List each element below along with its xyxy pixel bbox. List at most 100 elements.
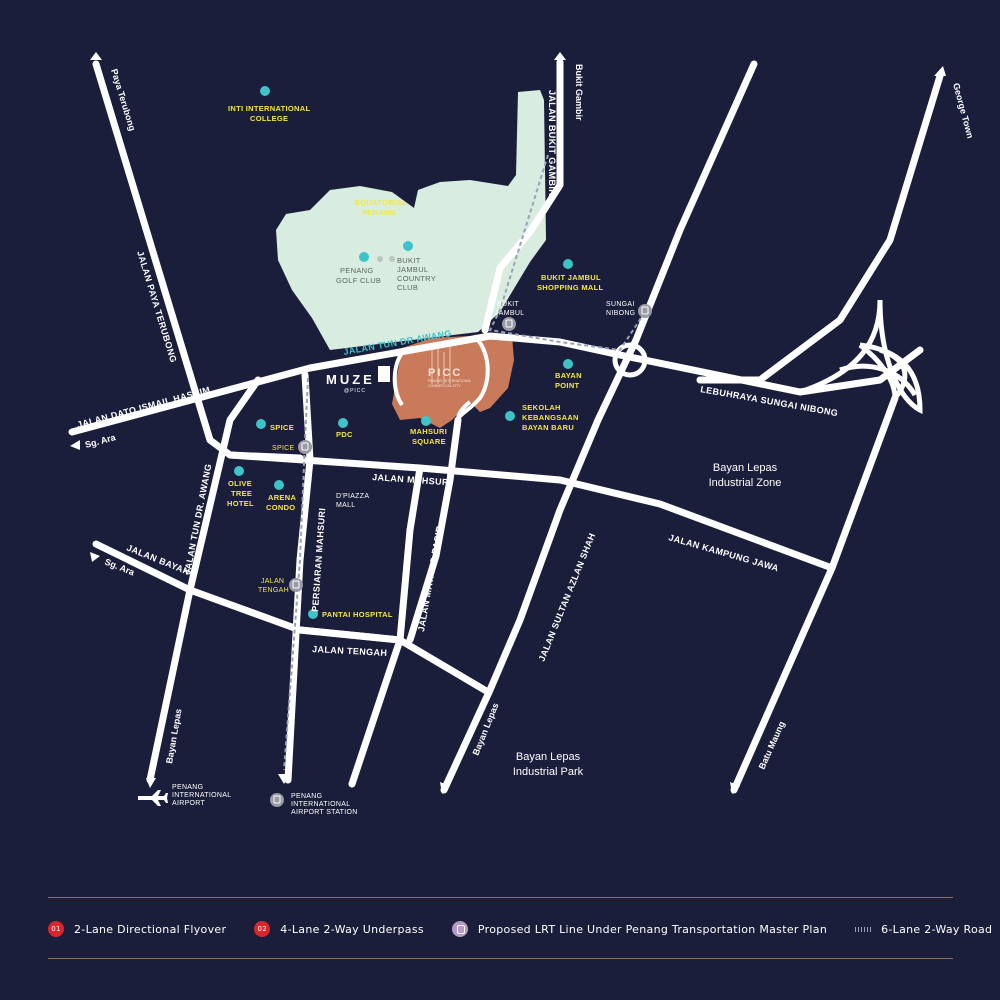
poi-dot-arena <box>274 480 284 490</box>
label-persiaran-mahsuri: PERSIARAN MAHSURI <box>310 507 327 612</box>
road-mayang-pasir <box>406 416 462 644</box>
station-jalan-tengah <box>289 578 303 592</box>
legend-item-road: 6-Lane 2-Way Road <box>855 923 992 936</box>
legend-lrt-label: Proposed LRT Line Under Penang Transport… <box>477 922 828 936</box>
label-dir-bukit-gambir: Bukit Gambir <box>574 64 584 121</box>
poi-dot-inti <box>260 86 270 96</box>
road-sultan-azlan-shah <box>440 60 758 794</box>
label-dpiazza-1: D'PIAZZA <box>336 493 369 500</box>
label-bayan-point-2: POINT <box>555 381 580 390</box>
poi-dot-sekolah <box>505 411 515 421</box>
label-dpiazza-2: MALL <box>336 502 356 509</box>
road-batu-maung <box>730 394 899 794</box>
label-dir-bayan-lepas-left: Bayan Lepas <box>164 708 183 764</box>
road-dpiazza <box>348 464 424 788</box>
legend-item-flyover: 01 2-Lane Directional Flyover <box>48 921 226 937</box>
poi-dot-pdc <box>338 418 348 428</box>
underpass-badge: 02 <box>254 921 271 937</box>
label-station-jt-1: JALAN <box>261 578 284 585</box>
label-station-airport-2: INTERNATIONAL <box>291 801 350 808</box>
picc-logo-bars <box>431 344 451 384</box>
label-station-sn-2: NIBONG <box>606 310 635 317</box>
legend-flyover-label: 2-Lane Directional Flyover <box>74 922 227 936</box>
lrt-arrow-down <box>278 774 290 784</box>
label-bj-mall-1: BUKIT JAMBUL <box>541 273 601 282</box>
label-station-bj-2: JAMBUL <box>495 310 524 317</box>
label-jalan-dato-ismail-hashim: JALAN DATO ISMAIL HASHIM <box>76 385 212 430</box>
legend-road-label: 6-Lane 2-Way Road <box>881 922 993 936</box>
legend-item-underpass: 02 4-Lane 2-Way Underpass <box>254 921 424 937</box>
road-pattern-icon <box>855 926 874 932</box>
label-sekolah-3: BAYAN BARU <box>522 423 574 432</box>
arrow-bayan-lepas-mid <box>440 782 450 794</box>
label-airport-1: PENANG <box>172 784 203 791</box>
label-equatorial-2: PENANG <box>362 208 396 217</box>
poi-dot-spice <box>256 419 266 429</box>
poi-dot-bayan-point <box>563 359 573 369</box>
site-access-roads <box>392 334 490 421</box>
label-arena-1: ARENA <box>268 493 296 502</box>
arrow-bayan-lepas-left <box>146 778 156 788</box>
station-sungai-nibong <box>638 304 652 318</box>
label-golf-1: PENANG <box>340 266 373 275</box>
label-bj-mall-2: SHOPPING MALL <box>537 283 604 292</box>
station-spice <box>298 440 312 454</box>
label-pdc: PDC <box>336 430 353 439</box>
label-sekolah-1: SEKOLAH <box>522 403 561 412</box>
poi-dot-mahsuri-square <box>421 416 431 426</box>
road-jalan-tengah <box>296 626 404 644</box>
label-bjcc-4: CLUB <box>397 283 418 292</box>
label-spice: SPICE <box>270 423 294 432</box>
label-bjcc-3: COUNTRY <box>397 274 436 283</box>
label-airport-2: INTERNATIONAL <box>172 792 231 799</box>
label-station-bj-1: BUKIT <box>497 301 520 308</box>
label-dir-george-town: George Town <box>951 82 975 139</box>
road-bukit-gambir <box>481 58 564 334</box>
station-airport <box>270 793 284 807</box>
label-olive-2: TREE <box>231 489 252 498</box>
label-bayan-point-1: BAYAN <box>555 371 582 380</box>
brand-muze: MUZE <box>326 372 375 387</box>
label-station-airport-3: AIRPORT STATION <box>291 809 358 816</box>
poi-dot-bj-mall <box>563 259 573 269</box>
interchange <box>799 299 923 415</box>
muze-marker <box>378 366 390 382</box>
road-tun-dr-awang-side <box>146 376 262 784</box>
label-station-airport-1: PENANG <box>291 793 322 800</box>
road-persiaran-mahsuri <box>284 371 314 784</box>
train-icon <box>451 921 468 937</box>
label-industrial-zone-2: Industrial Zone <box>709 477 782 489</box>
label-olive-3: HOTEL <box>227 499 254 508</box>
label-mahsuri-square-2: SQUARE <box>412 437 446 446</box>
airplane-icon <box>138 790 168 806</box>
brand-picc-sub-2: COMMERCIAL CITY <box>428 384 461 388</box>
poi-dot-pantai <box>308 609 318 619</box>
roads <box>68 58 944 794</box>
poi-dot-golf <box>359 252 369 262</box>
label-arena-2: CONDO <box>266 503 295 512</box>
road-george-town <box>696 72 944 384</box>
label-industrial-park-1: Bayan Lepas <box>516 751 581 763</box>
arrow-paya-terubong <box>90 52 102 60</box>
arrow-george-town <box>934 66 946 76</box>
label-bjcc-2: JAMBUL <box>397 265 428 274</box>
legend-underpass-label: 4-Lane 2-Way Underpass <box>280 922 424 936</box>
label-jalan-bukit-gambir: JALAN BUKIT GAMBIR <box>547 90 557 196</box>
poi-dot-bjcc <box>403 241 413 251</box>
label-jalan-tengah: JALAN TENGAH <box>312 644 388 658</box>
lrt-line <box>283 154 646 771</box>
legend-top-divider <box>48 897 953 898</box>
label-bjcc-1: BUKIT <box>397 256 421 265</box>
label-airport-3: AIRPORT <box>172 800 206 807</box>
park-area <box>276 90 546 350</box>
label-sekolah-2: KEBANGSAAN <box>522 413 579 422</box>
legend: 01 2-Lane Directional Flyover 02 4-Lane … <box>48 918 992 940</box>
label-inti-2: COLLEGE <box>250 114 288 123</box>
station-bukit-jambul <box>502 317 516 331</box>
label-jalan-mayang-pasir: JALAN MAYANG PASIR <box>416 525 445 633</box>
poi-dot-olive <box>234 466 244 476</box>
park-small-dots <box>377 256 395 262</box>
label-industrial-zone-1: Bayan Lepas <box>713 462 778 474</box>
